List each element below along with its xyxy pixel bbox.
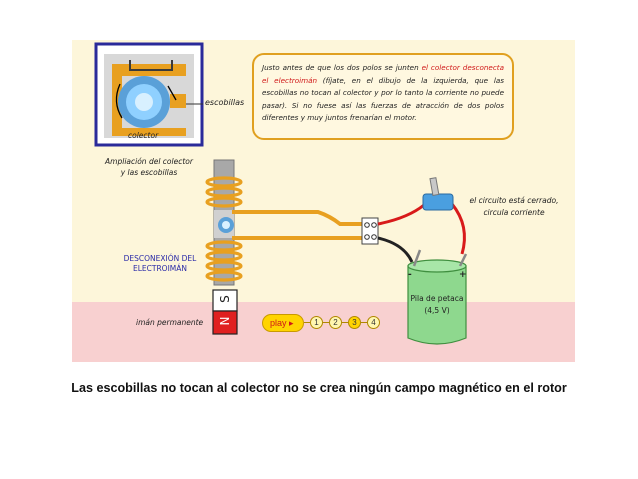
zoom-caption-1: Ampliación del colector xyxy=(105,157,193,166)
switch xyxy=(422,177,454,211)
inset-coil xyxy=(112,64,186,136)
info-box: Justo antes de que los dos polos se junt… xyxy=(252,53,514,140)
red-wire-battery xyxy=(450,203,466,255)
step-connector xyxy=(304,322,310,323)
red-wire-switch xyxy=(377,203,425,226)
collector-label: colector xyxy=(128,131,159,140)
black-wire xyxy=(377,236,414,263)
battery-minus-label: - xyxy=(408,270,412,280)
step-connector xyxy=(323,322,329,323)
inset-brush xyxy=(170,94,186,108)
info-text-1: Justo antes de que los dos polos se junt… xyxy=(262,63,422,72)
circuit-label-1: el circuito está cerrado, xyxy=(469,196,559,205)
info-text-2: (fíjate, en el dibujo de la izquierda, q… xyxy=(262,75,504,123)
magnet-n-label: N xyxy=(218,316,232,326)
battery-label-1: Pila de petaca xyxy=(410,294,464,303)
electromagnet xyxy=(205,159,243,286)
magnet-label: imán permanente xyxy=(136,318,204,327)
info-text-highlight: el colector desconecta el electroimán xyxy=(262,63,504,85)
floor-background xyxy=(72,302,575,362)
step-2-button[interactable]: 2 xyxy=(329,316,342,329)
step-4-button[interactable]: 4 xyxy=(367,316,380,329)
magnet-s-label: S xyxy=(218,295,232,303)
terminal-block xyxy=(361,217,379,245)
slide-caption: Las escobillas no tocan al colector no s… xyxy=(71,381,567,395)
battery-label-2: (4,5 V) xyxy=(424,306,450,315)
coil-windings xyxy=(205,176,243,282)
step-connector xyxy=(361,322,367,323)
step-connector xyxy=(342,322,348,323)
step-3-button[interactable]: 3 xyxy=(348,316,361,329)
zoom-caption-2: y las escobillas xyxy=(120,168,178,177)
step-1-button[interactable]: 1 xyxy=(310,316,323,329)
battery-plus-label: + xyxy=(459,270,467,280)
battery xyxy=(407,249,468,345)
circuit-label-2: circula corriente xyxy=(483,208,545,217)
play-button[interactable]: play ▸ xyxy=(262,314,304,332)
brush-wire-top xyxy=(232,210,362,226)
disconnect-label-2: ELECTROIMÁN xyxy=(132,264,187,273)
permanent-magnet xyxy=(212,289,238,335)
brushes-label: escobillas xyxy=(205,98,245,107)
collector-zoom-inset xyxy=(94,42,204,147)
disconnect-label-1: DESCONEXIÓN DEL xyxy=(123,254,197,263)
